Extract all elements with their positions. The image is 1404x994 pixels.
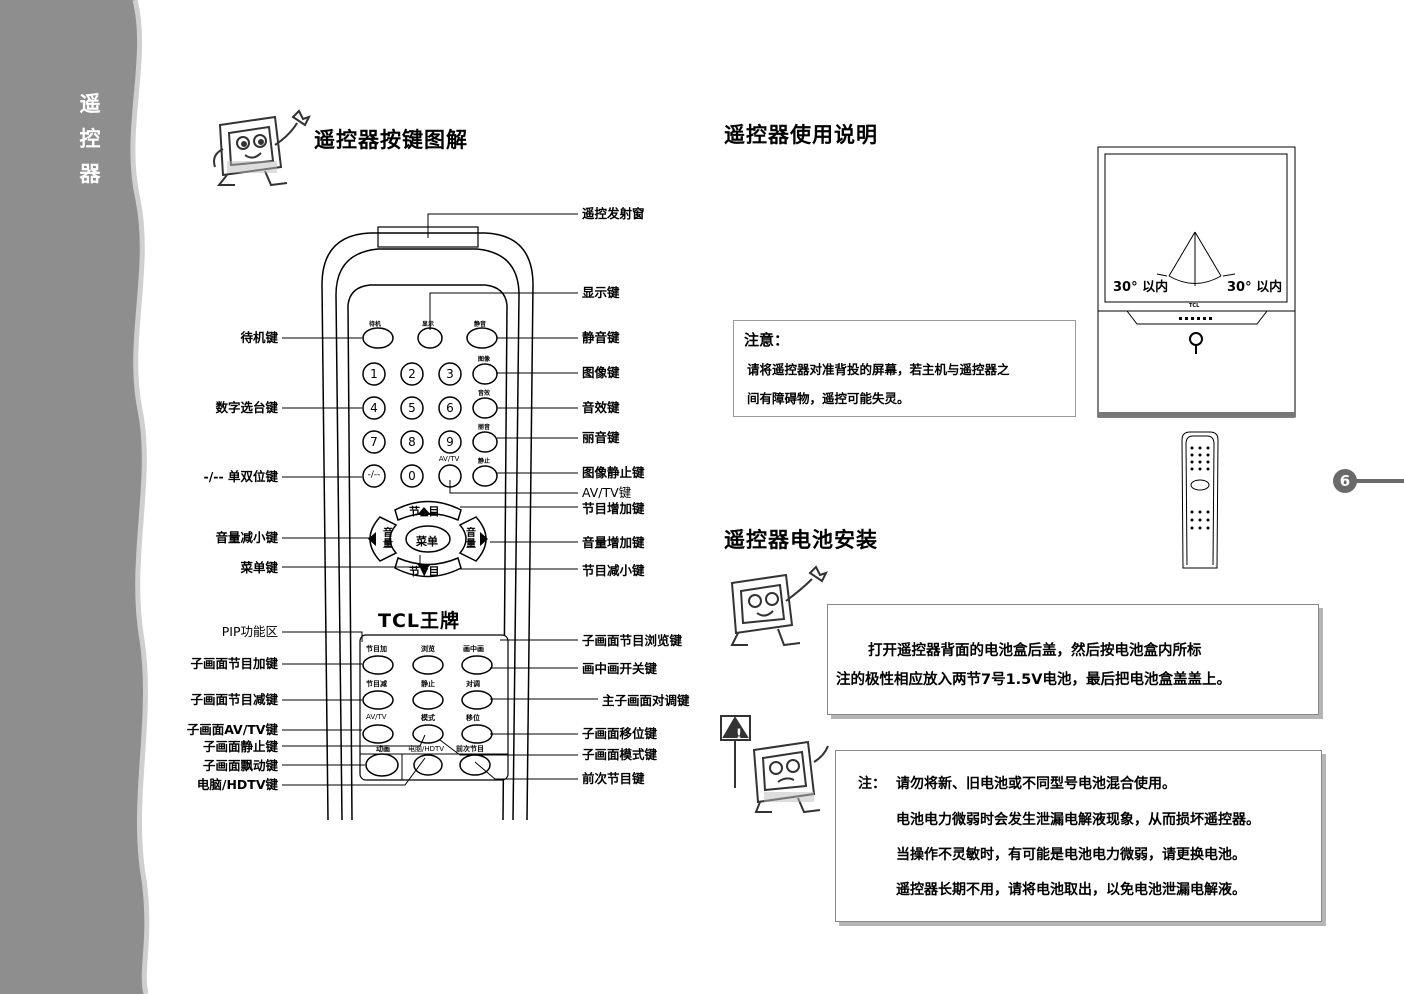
digit-8: 8 [408,435,416,449]
label-sub-move-key: 子画面移位键 [582,726,658,741]
page-number-rule [1356,479,1404,483]
pip-r1c2: 浏览 [421,645,435,653]
warning-prefix: 注： [858,776,886,792]
label-sound-key: 音效键 [582,400,620,415]
sidebar-char-1: 遥 [79,92,101,116]
remote-control-diagram [321,226,534,820]
battery-instruction-line2: 注的极性相应放入两节7号1.5V电池，最后把电池盒盖盖上。 [836,672,1231,688]
warning-line-1: 请勿将新、旧电池或不同型号电池混合使用。 [896,776,1176,792]
btn-mute-caption: 静音 [474,321,487,328]
digit-1: 1 [370,367,378,381]
menu-caption: 菜单 [416,535,438,548]
angle-right-label: 30° 以内 [1227,280,1283,295]
label-sub-ch-up: 子画面节目加键 [190,656,278,671]
digit-avtv: AV/TV [438,455,460,463]
label-prev-ch-key: 前次节目键 [582,771,645,786]
label-freeze-key: 图像静止键 [582,465,645,480]
pip-r1c3: 画中画 [463,645,484,653]
warning-mascot [720,715,829,814]
pip-r2c1: 节目减 [366,680,387,688]
sidebar-char-3: 器 [79,162,101,186]
label-pip-area: PIP功能区 [221,624,278,639]
digit-dash: -/-- [367,470,381,480]
label-standby-key: 待机键 [240,330,278,345]
btn-freeze-caption: 静止 [478,458,491,465]
pip-r2c2: 静止 [421,680,435,688]
label-vol-up-key: 音量增加键 [582,535,645,550]
pip-r3c1: AV/TV [366,713,387,721]
label-vol-down-key: 音量减小键 [215,530,278,545]
btn-standby-caption: 待机 [369,321,382,328]
battery-instruction-box: 打开遥控器背面的电池盒后盖，然后按电池盒内所标 注的极性相应放入两节7号1.5V… [827,604,1319,715]
label-sub-mode-key: 子画面模式键 [582,747,658,762]
label-picture-key: 图像键 [582,365,620,380]
label-sub-animation: 子画面飘动键 [202,758,278,773]
pip-r4c2: 电脑/HDTV [408,745,445,753]
digit-2: 2 [408,367,416,381]
digit-4: 4 [370,401,378,415]
usage-note-line2: 间有障碍物，遥控可能失灵。 [747,391,910,406]
digit-6: 6 [446,401,454,415]
label-single-double-key: -/-- 单双位键 [203,469,278,484]
digit-5: 5 [408,401,416,415]
label-sub-browse-key: 子画面节目浏览键 [582,633,683,648]
left-sidebar-band [0,0,150,994]
warning-exclamation-icon: ! [735,727,743,743]
remote-keys-title: 遥控器按键图解 [314,128,468,152]
small-remote-illustration [1181,431,1219,569]
label-swap-key: 主子画面对调键 [602,693,690,708]
label-sub-freeze: 子画面静止键 [202,739,278,754]
btn-picture-caption: 图像 [478,356,491,363]
battery-instruction-line1: 打开遥控器背面的电池盒后盖，然后按电池盒内所标 [868,643,1202,659]
battery-title: 遥控器电池安装 [724,528,878,552]
label-sub-ch-down: 子画面节目减键 [190,692,278,707]
label-ch-down-key: 节目减小键 [582,563,645,578]
tv-mascot-battery [730,565,828,647]
ch-down-caption: 节▼目 [409,565,440,578]
usage-note-line1: 请将遥控器对准背投的屏幕，若主机与遥控器之 [747,362,1010,377]
btn-display-caption: 显示 [422,321,435,328]
angle-left-label: 30° 以内 [1113,280,1169,295]
pip-r3c2: 模式 [421,714,435,722]
pip-r4c1: 动画 [376,745,390,753]
btn-sound-caption: 音效 [478,390,491,397]
label-digit-keys: 数字选台键 [215,400,278,415]
ch-up-caption: 节▲目 [409,505,440,518]
sidebar-char-2: 控 [79,127,101,151]
label-pip-toggle-key: 画中画开关键 [582,661,658,676]
remote-logo: TCL王牌 [378,610,461,632]
tv-brand: TCL [1189,303,1200,309]
digit-9: 9 [446,435,454,449]
label-display-key: 显示键 [582,285,620,300]
pip-r1c1: 节目加 [366,645,387,653]
usage-note-box: 注意： 请将遥控器对准背投的屏幕，若主机与遥控器之 间有障碍物，遥控可能失灵。 [733,320,1076,417]
pip-r3c3: 移位 [466,714,480,722]
digit-0: 0 [408,469,416,483]
label-menu-key: 菜单键 [240,560,278,575]
projection-tv-illustration [1097,146,1296,418]
label-sub-avtv: 子画面AV/TV键 [186,722,278,737]
usage-note-title: 注意： [744,331,790,349]
label-lisound-key: 丽音键 [582,430,620,445]
digit-7: 7 [370,435,378,449]
btn-lisound-caption: 丽音 [478,424,491,431]
usage-title: 遥控器使用说明 [724,123,878,147]
label-ir-window: 遥控发射窗 [582,206,645,221]
label-ch-up-key: 节目增加键 [582,501,645,516]
warning-line-4: 遥控器长期不用，请将电池取出，以免电池泄漏电解液。 [896,882,1246,898]
warning-line-3: 当操作不灵敏时，有可能是电池电力微弱，请更换电池。 [896,847,1246,863]
vol-minus-caption: 音量 [383,528,393,550]
pip-r2c3: 对调 [466,680,480,688]
battery-warning-box: 注： 请勿将新、旧电池或不同型号电池混合使用。 电池电力微弱时会发生泄漏电解液现… [835,750,1322,922]
digit-3: 3 [446,367,454,381]
vol-plus-caption: 音量 [466,528,476,550]
pip-r4c3: 前次节目 [456,745,484,753]
label-avtv-key: AV/TV键 [582,485,632,500]
label-mute-key: 静音键 [582,330,620,345]
tv-mascot-illustration [213,109,311,187]
warning-line-2: 电池电力微弱时会发生泄漏电解液现象，从而损坏遥控器。 [896,812,1260,828]
label-pc-hdtv: 电脑/HDTV键 [196,777,278,792]
page-number: 6 [1333,469,1357,493]
